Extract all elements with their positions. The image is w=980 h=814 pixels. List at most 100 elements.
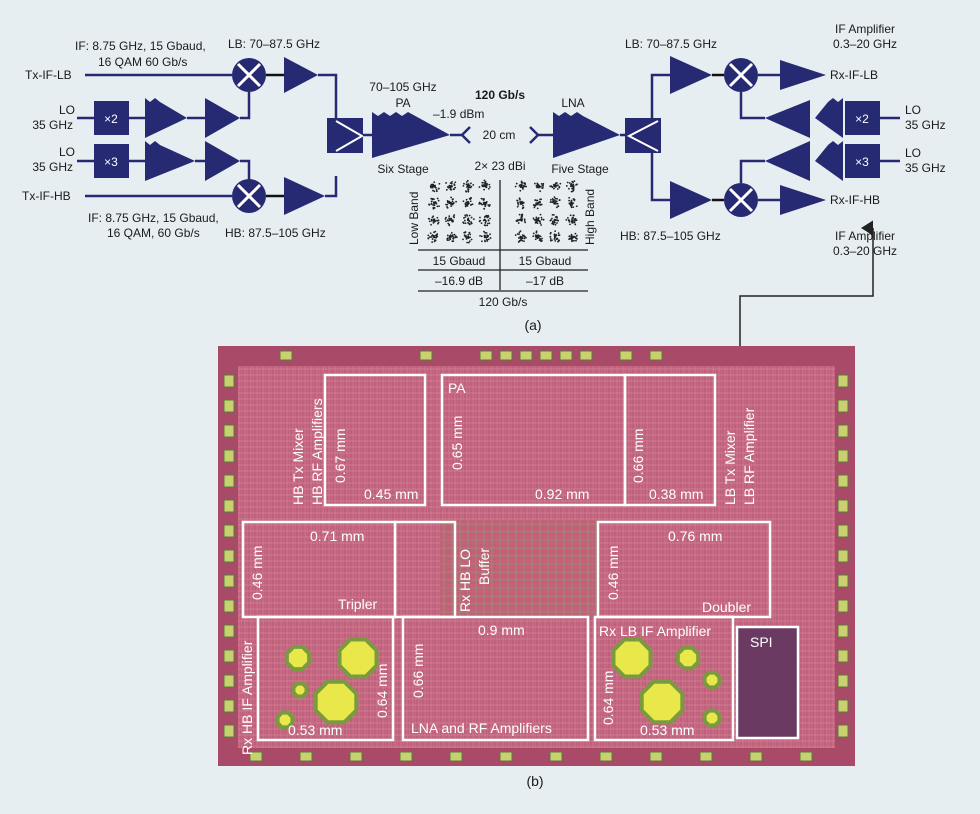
constellation-point (489, 233, 491, 236)
constellation-point (557, 184, 559, 187)
constellation-point (436, 216, 439, 219)
constellation-point (539, 213, 542, 216)
constellation-point (540, 198, 542, 201)
constellation-point (464, 216, 467, 218)
constellation-point (464, 231, 467, 233)
doubler-chip-label: Doubler (702, 599, 751, 615)
bond-pad (837, 649, 849, 663)
constellation-point (463, 217, 465, 219)
hb-tx-height: 0.67 mm (332, 429, 348, 483)
constellation-point (557, 232, 560, 235)
constellation-point (450, 196, 453, 199)
constellation-point (451, 185, 453, 188)
constellation-point (452, 237, 455, 240)
constellation-point (554, 223, 557, 226)
bond-pad (223, 524, 235, 538)
hb-rf-amplifiers-label: HB RF Amplifiers (309, 398, 325, 505)
rx-antenna-icon (529, 126, 553, 144)
constellation-point (485, 201, 488, 203)
bond-pad (223, 574, 235, 588)
constellation-point (468, 222, 470, 225)
constellation-point (478, 220, 481, 223)
constellation-point (470, 216, 473, 219)
lo1-freq: 35 GHz (32, 118, 73, 132)
constellation-point (565, 185, 568, 187)
low-band-baud: 15 Gbaud (433, 254, 486, 268)
constellation-point (554, 197, 557, 200)
constellation-point (576, 234, 578, 237)
constellation-point (463, 219, 466, 222)
constellation-point (468, 220, 471, 223)
constellation-point (449, 188, 452, 191)
bond-pad (419, 350, 433, 361)
constellation-point (446, 237, 449, 240)
power-amplifier-icon (372, 112, 450, 158)
constellation-point (551, 220, 554, 223)
constellation-point (467, 186, 470, 188)
constellation-point (521, 239, 524, 242)
lna-label: LNA (561, 96, 584, 110)
constellation-point (431, 241, 434, 244)
pa-height: 0.65 mm (449, 416, 465, 470)
constellation-point (483, 218, 486, 221)
bond-pad (837, 524, 849, 538)
amplifier-icon (205, 98, 240, 138)
constellation-point (554, 200, 557, 203)
constellation-point (541, 237, 543, 240)
constellation-point (467, 241, 470, 244)
constellation-point (486, 216, 489, 219)
constellation-point (536, 183, 539, 186)
constellation-point (518, 197, 521, 200)
constellation-point (516, 199, 519, 202)
chip-micrograph: HB Tx Mixer HB RF Amplifiers 0.67 mm 0.4… (218, 346, 855, 766)
constellation-point (427, 237, 430, 240)
inductor-icon (639, 679, 685, 725)
constellation-point (468, 184, 471, 187)
pointer-arrow (739, 220, 874, 346)
constellation-point (538, 220, 541, 223)
bond-pad (837, 549, 849, 563)
constellation-point (572, 183, 575, 186)
receiver-diagram: LNA Five Stage LB: 70–87.5 GHz HB: 87.5–… (529, 22, 946, 258)
constellation-point (520, 180, 523, 183)
constellation-point (485, 186, 488, 188)
constellation-point (517, 202, 519, 205)
bond-pad (837, 699, 849, 713)
constellation-point (450, 203, 452, 206)
constellation-point (533, 204, 536, 207)
constellation-point (540, 182, 543, 185)
bond-pad (579, 350, 593, 361)
bond-pad (799, 751, 813, 762)
constellation-point (570, 206, 573, 209)
if-amp-top-range: 0.3–20 GHz (833, 37, 897, 51)
constellation-point (568, 235, 571, 238)
constellation-point (428, 203, 430, 206)
constellation-point (532, 232, 535, 235)
constellation-point (568, 199, 571, 202)
amplifier-icon (765, 141, 810, 181)
bond-pad (223, 624, 235, 638)
constellation-point (554, 184, 557, 187)
tripler-height: 0.46 mm (249, 546, 265, 600)
mixer-hb-icon (232, 179, 266, 213)
constellation-point (554, 216, 557, 219)
combiner-block (327, 118, 365, 153)
bond-pad (223, 649, 235, 663)
constellation-point (541, 187, 544, 189)
rx-doubler-label: ×2 (855, 112, 869, 126)
constellation-point (483, 207, 486, 210)
constellation-point (430, 186, 433, 189)
constellation-point (472, 184, 475, 186)
constellation-point (553, 202, 556, 204)
constellation-point (553, 221, 556, 224)
high-band-baud: 15 Gbaud (519, 254, 572, 268)
constellation-table: Low Band High Band 15 Gbaud 15 Gbaud –16… (407, 179, 597, 309)
constellation-point (447, 222, 450, 225)
constellation-point (557, 234, 560, 237)
constellation-point (467, 234, 470, 236)
inductor-icon (291, 681, 309, 699)
bond-pad (837, 449, 849, 463)
constellation-point (470, 203, 473, 206)
tx-antenna-icon (450, 126, 471, 144)
constellation-point (568, 182, 571, 184)
